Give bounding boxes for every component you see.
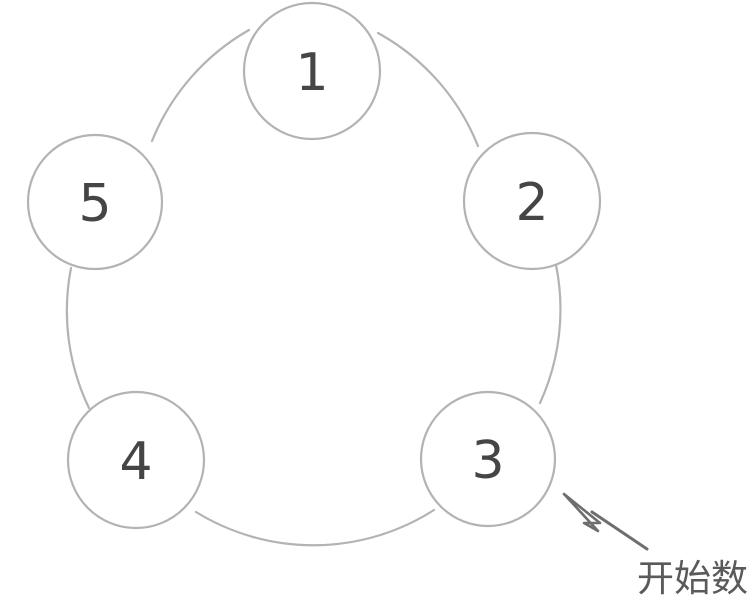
connector-arc-1-to-2 — [376, 31, 480, 148]
node-5-circle[interactable] — [26, 133, 164, 271]
node-2[interactable]: 2 — [462, 131, 602, 271]
connector-arc-5-to-1 — [150, 28, 251, 143]
node-1-circle[interactable] — [242, 1, 382, 141]
node-1-label: 1 — [295, 43, 328, 103]
node-4[interactable]: 4 — [66, 390, 206, 530]
node-4-label: 4 — [119, 432, 152, 492]
annotation-label: 开始数 — [637, 557, 748, 600]
node-5-label: 5 — [78, 174, 111, 234]
start-annotation: 开始数 — [562, 492, 748, 600]
node-4-circle[interactable] — [66, 390, 206, 530]
node-group: 1 2 3 4 5 — [26, 1, 602, 530]
connector-group — [65, 28, 562, 547]
node-3-circle[interactable] — [419, 390, 557, 528]
node-3[interactable]: 3 — [419, 390, 557, 528]
node-3-label: 3 — [471, 431, 504, 491]
connector-arc-3-to-4 — [194, 508, 436, 547]
node-1[interactable]: 1 — [242, 1, 382, 141]
connector-arc-2-to-3 — [538, 263, 562, 405]
node-2-circle[interactable] — [462, 131, 602, 271]
node-5[interactable]: 5 — [26, 133, 164, 271]
connector-arc-4-to-5 — [65, 266, 91, 410]
annotation-arrow-shaft — [590, 510, 649, 551]
node-2-label: 2 — [515, 173, 548, 233]
annotation-arrowhead-icon — [562, 492, 602, 533]
